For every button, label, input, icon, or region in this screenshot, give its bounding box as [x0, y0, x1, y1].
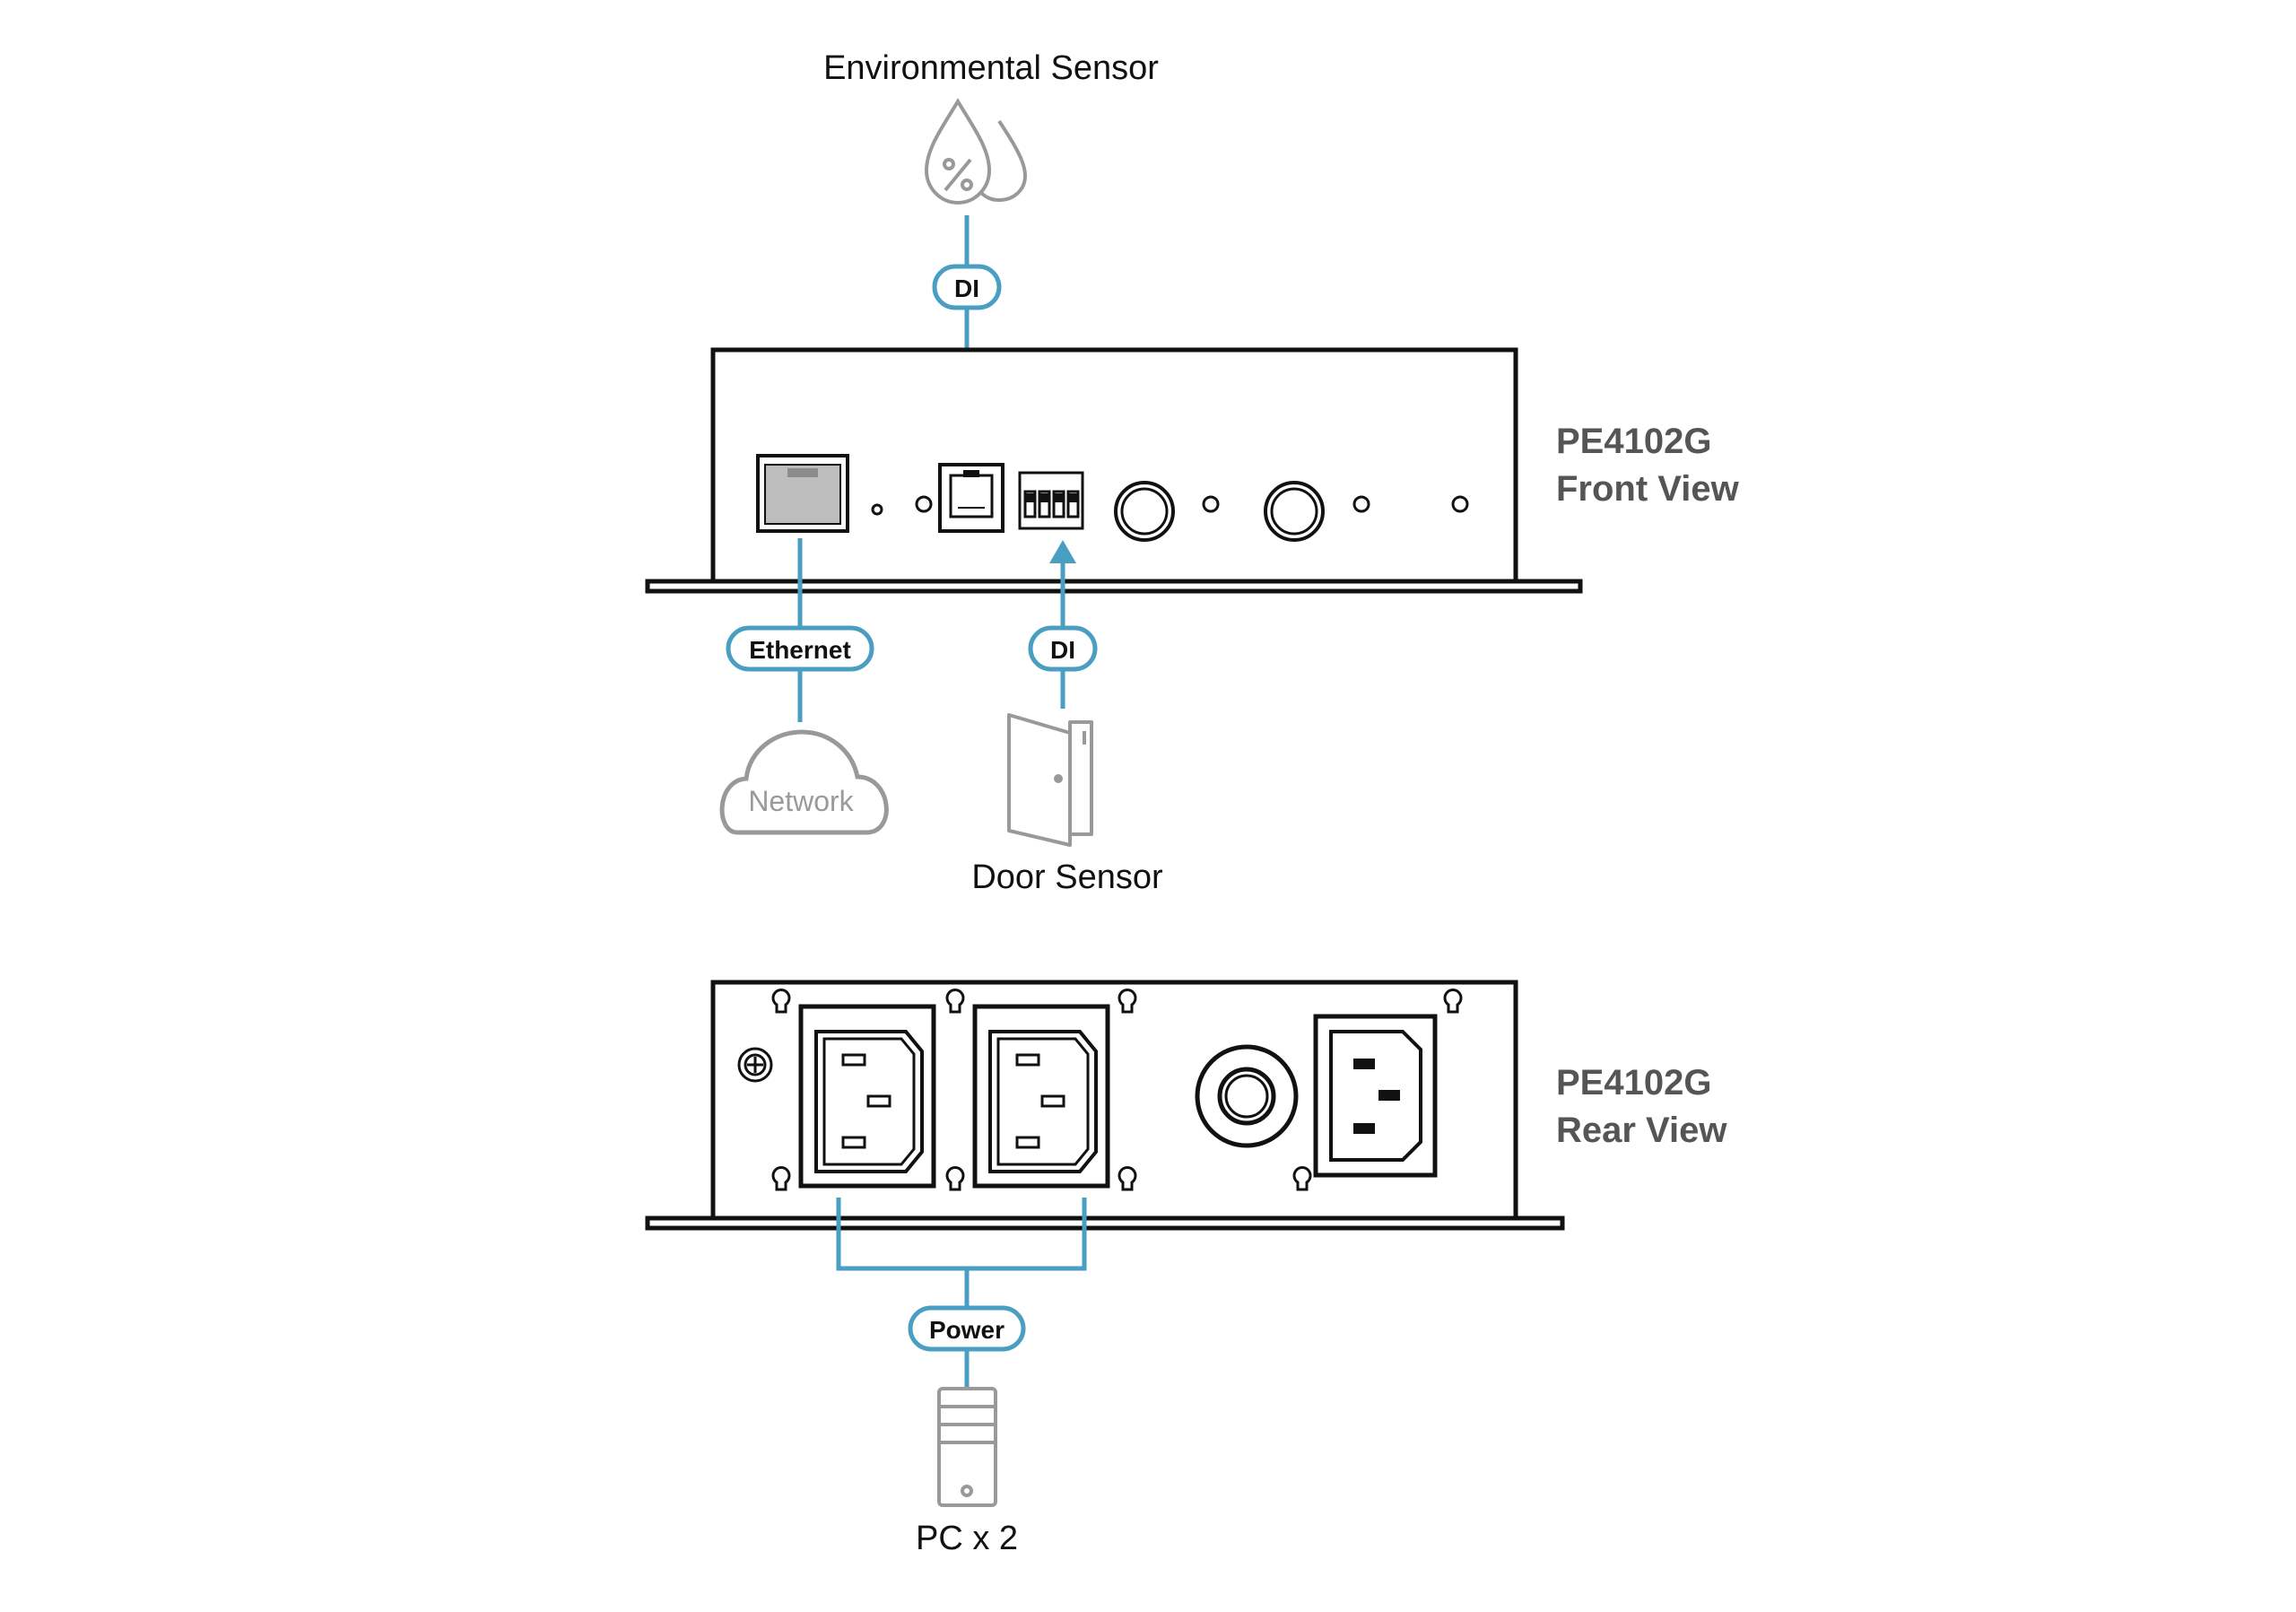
led-indicator [915, 495, 933, 513]
led-indicator [1202, 495, 1220, 513]
power-pill-label: Power [929, 1316, 1004, 1344]
iec-outlet-icon [972, 1004, 1110, 1189]
circuit-breaker-icon [1195, 1044, 1299, 1148]
mounting-hole-icon [771, 989, 1463, 1191]
front-unit [645, 347, 1583, 594]
pc-tower-icon [937, 1387, 997, 1507]
iec-inlet-icon [1313, 1014, 1438, 1178]
round-button-2 [1264, 481, 1325, 542]
ethernet-pill-label: Ethernet [749, 636, 851, 664]
led-indicator [871, 503, 883, 516]
dip-switch-icon [1018, 471, 1084, 530]
di-pill-top [932, 264, 1002, 310]
network-label: Network [748, 785, 854, 817]
pc-label: PC x 2 [916, 1520, 1018, 1557]
rj45-port-icon [756, 454, 849, 533]
door-sensor-label: Door Sensor [971, 858, 1163, 896]
cloud-icon: Network [719, 729, 889, 835]
round-button-1 [1114, 481, 1175, 542]
front-unit-base [645, 579, 1583, 594]
di-pill-bottom [1028, 625, 1098, 672]
rear-unit [645, 980, 1565, 1231]
rear-view-model: PE4102G [1556, 1063, 1711, 1102]
power-connection-bracket [836, 1198, 1087, 1271]
arrow-up-icon [1049, 540, 1076, 563]
led-indicator [1352, 495, 1370, 513]
led-indicator [1451, 495, 1469, 513]
rear-unit-base [645, 1216, 1565, 1231]
front-view-model: PE4102G [1556, 422, 1711, 461]
ethernet-pill [726, 625, 874, 672]
di-port-icon [938, 463, 1004, 533]
di-pill-top-label: DI [954, 274, 979, 302]
water-drop-percent-icon [924, 98, 1028, 205]
environmental-sensor-label: Environmental Sensor [823, 49, 1159, 87]
rear-view-caption: Rear View [1556, 1111, 1727, 1150]
ground-icon [737, 1047, 773, 1083]
power-pill [908, 1305, 1026, 1352]
front-view-caption: Front View [1556, 469, 1740, 509]
door-icon [1007, 713, 1093, 847]
iec-outlet-icon [798, 1004, 936, 1189]
di-pill-bottom-label: DI [1050, 636, 1075, 664]
